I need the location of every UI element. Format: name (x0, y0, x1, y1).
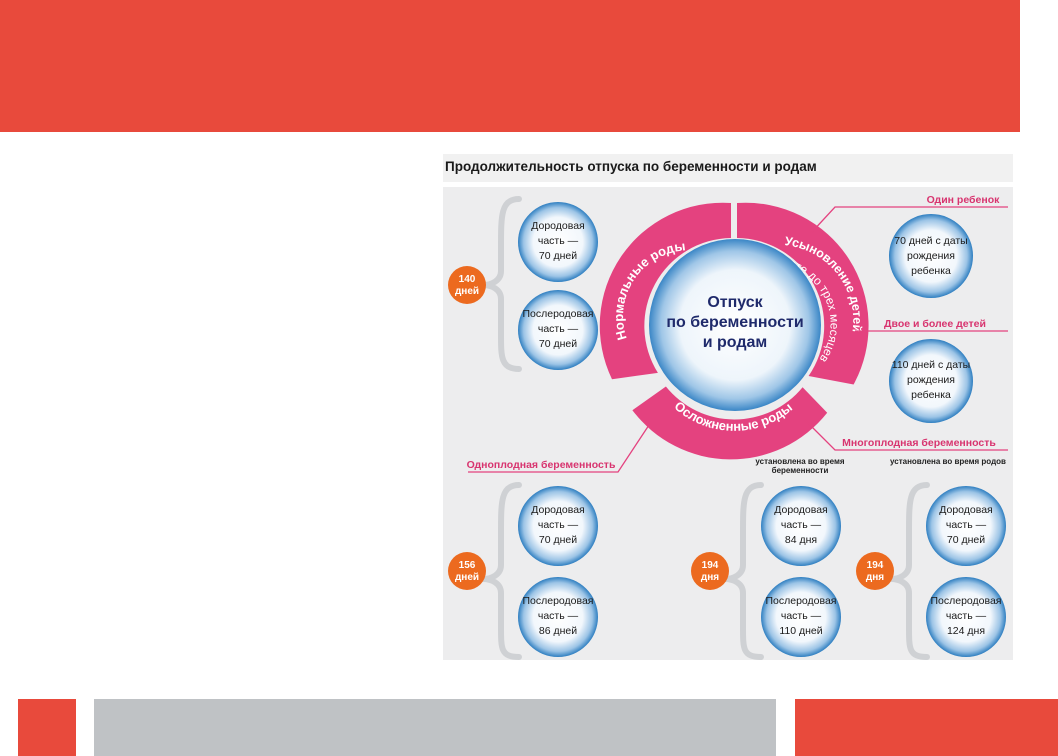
label-detected-during-birth: установлена во время родов (890, 457, 1006, 466)
total-badge-singleton: 156 дней (448, 552, 486, 590)
svg-text:рождения: рождения (907, 250, 955, 262)
bubble-adoption-one-child: 70 дней с даты рождения ребенка (889, 214, 973, 298)
bubble-adoption-two-or-more: 110 дней с даты рождения ребенка (889, 339, 973, 423)
svg-text:Послеродовая: Послеродовая (930, 595, 1001, 607)
ring-segment-complicated-birth (632, 386, 828, 460)
svg-text:110 дней с даты: 110 дней с даты (892, 359, 970, 371)
infographic-canvas: Нормальные роды Усыновление детей в возр… (443, 187, 1013, 660)
svg-text:Послеродовая: Послеродовая (522, 308, 593, 320)
connector-singleton (468, 421, 652, 473)
total-badge-multi-birth: 194 дня (856, 552, 894, 590)
svg-text:часть —: часть — (946, 519, 987, 531)
bubble-singleton-prenatal: Дородовая часть — 70 дней (518, 486, 598, 566)
svg-text:84 дня: 84 дня (785, 534, 817, 546)
ring-segment-adoption (737, 202, 869, 385)
label-detected-during-pregnancy: установлена во время (755, 457, 845, 466)
maternity-leave-infographic: Продолжительность отпуска по беременност… (443, 154, 1013, 660)
svg-text:110 дней: 110 дней (779, 625, 822, 637)
label-singleton-pregnancy: Одноплодная беременность (467, 459, 616, 471)
svg-text:156: 156 (459, 560, 476, 571)
svg-text:194: 194 (702, 560, 719, 571)
svg-text:ребенка: ребенка (911, 389, 951, 401)
svg-text:часть —: часть — (781, 610, 822, 622)
center-circle (649, 239, 821, 411)
bottom-grey-bar (94, 699, 776, 756)
connector-multiple (804, 419, 1008, 451)
svg-text:часть —: часть — (538, 519, 579, 531)
svg-text:дня: дня (701, 572, 719, 583)
svg-text:часть —: часть — (538, 323, 579, 335)
svg-text:140: 140 (459, 274, 476, 285)
svg-text:194: 194 (867, 560, 884, 571)
center-title: Отпуск (707, 294, 763, 311)
svg-text:70 дней: 70 дней (539, 250, 577, 262)
label-multiple-pregnancy: Многоплодная беременность (842, 437, 996, 449)
svg-text:70 дней: 70 дней (539, 338, 577, 350)
svg-text:Дородовая: Дородовая (939, 504, 992, 516)
total-badge-multi-pregnancy: 194 дня (691, 552, 729, 590)
bubble-multi-pregnancy-prenatal: Дородовая часть — 84 дня (761, 486, 841, 566)
svg-text:70 дней: 70 дней (947, 534, 985, 546)
ring-segment-normal-birth (599, 202, 731, 380)
svg-text:Дородовая: Дородовая (531, 220, 584, 232)
svg-text:дней: дней (455, 286, 479, 297)
infographic-title-bar: Продолжительность отпуска по беременност… (443, 154, 1013, 182)
center-title-line2: по беременности (666, 314, 803, 331)
svg-text:Послеродовая: Послеродовая (765, 595, 836, 607)
svg-text:Послеродовая: Послеродовая (522, 595, 593, 607)
label-detected-during-pregnancy-line2: беременности (772, 466, 829, 475)
bottom-left-red-box (18, 699, 76, 756)
svg-text:рождения: рождения (907, 374, 955, 386)
center-title-line3: и родам (703, 334, 768, 351)
connector-one-child (810, 206, 1008, 234)
total-badge-normal: 140 дней (448, 266, 486, 304)
svg-text:124 дня: 124 дня (947, 625, 985, 637)
bubble-singleton-postnatal: Послеродовая часть — 86 дней (518, 577, 598, 657)
bubble-multi-birth-postnatal: Послеродовая часть — 124 дня (926, 577, 1006, 657)
svg-text:ребенка: ребенка (911, 265, 951, 277)
svg-text:70 дней с даты: 70 дней с даты (894, 235, 967, 247)
svg-text:дней: дней (455, 572, 479, 583)
svg-text:Дородовая: Дородовая (774, 504, 827, 516)
label-two-or-more-children: Двое и более детей (884, 318, 986, 330)
bubble-multi-pregnancy-postnatal: Послеродовая часть — 110 дней (761, 577, 841, 657)
svg-text:часть —: часть — (781, 519, 822, 531)
top-red-band (0, 0, 1020, 132)
bubble-normal-postnatal: Послеродовая часть — 70 дней (518, 290, 598, 370)
svg-text:86 дней: 86 дней (539, 625, 577, 637)
svg-text:часть —: часть — (538, 610, 579, 622)
infographic-title: Продолжительность отпуска по беременност… (445, 159, 817, 174)
bubble-normal-prenatal: Дородовая часть — 70 дней (518, 202, 598, 282)
svg-text:Дородовая: Дородовая (531, 504, 584, 516)
svg-text:часть —: часть — (538, 235, 579, 247)
bottom-right-red-box (795, 699, 1058, 756)
label-one-child: Один ребенок (927, 194, 1000, 206)
svg-text:дня: дня (866, 572, 884, 583)
bubble-multi-birth-prenatal: Дородовая часть — 70 дней (926, 486, 1006, 566)
svg-text:70 дней: 70 дней (539, 534, 577, 546)
svg-text:часть —: часть — (946, 610, 987, 622)
